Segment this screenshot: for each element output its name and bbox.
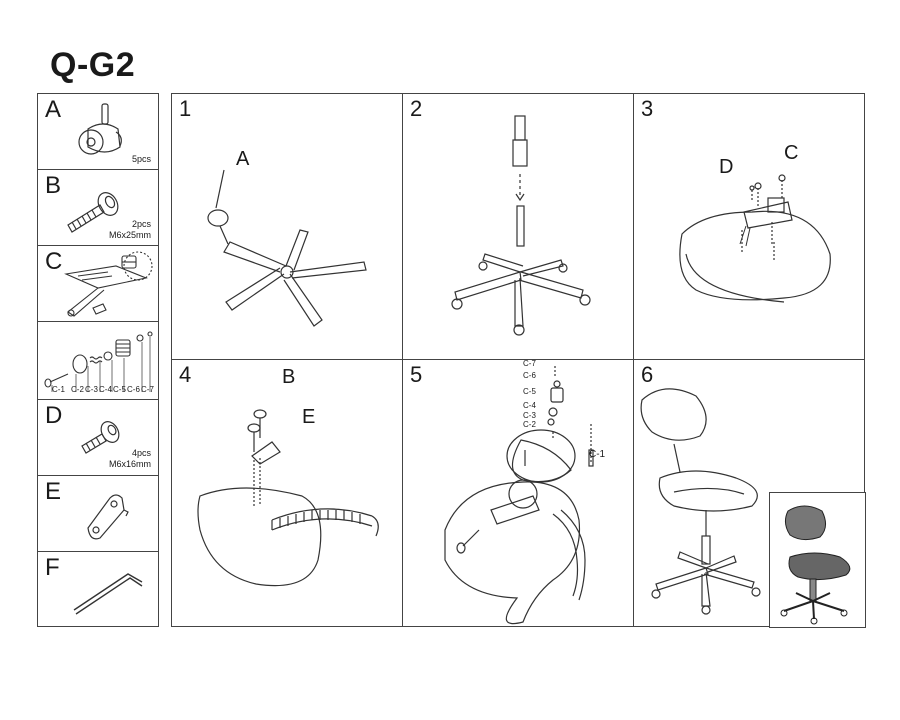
mechanism-install-illustration	[444, 366, 594, 625]
step-number: 4	[179, 362, 192, 387]
part-qty: 5pcs	[131, 154, 151, 164]
part-letter: E	[45, 478, 62, 505]
allen-key-icon	[73, 573, 143, 615]
part-qty-count: 2pcs	[131, 219, 151, 229]
seat-mechanism-icon	[64, 251, 153, 317]
c-label: C-3	[85, 385, 98, 394]
c-label: C-4	[99, 385, 112, 394]
c-label: C-2	[71, 385, 84, 394]
step-1: 1 A	[171, 93, 403, 360]
callout-label: D	[719, 156, 734, 178]
mechanism-exploded-icon	[44, 331, 153, 392]
part-qty: 4pcs M6x16mm	[109, 448, 151, 470]
callout-label: C	[784, 142, 799, 164]
gas-lift-illustration	[451, 115, 591, 336]
part-a: A 5pcs	[38, 94, 158, 170]
callout-label: E	[302, 406, 316, 428]
step-number: 2	[410, 96, 423, 121]
part-qty-count: 4pcs	[131, 448, 151, 458]
seat-underside-illustration	[679, 174, 831, 303]
part-size: M6x16mm	[108, 459, 151, 469]
part-e: E	[38, 476, 158, 552]
assembly-steps: 1 A 2	[171, 93, 866, 628]
bolt-icon	[67, 192, 119, 233]
c-label: C-6	[523, 371, 536, 380]
c-label: C-4	[523, 401, 536, 410]
part-c-exploded: C-1 C-2 C-3 C-4 C-5 C-6 C-7	[38, 322, 158, 400]
c-label: C-1	[589, 449, 606, 460]
page-title: Q-G2	[50, 46, 136, 84]
step-number: 3	[641, 96, 654, 121]
step-number: 6	[641, 362, 654, 387]
part-qty: 2pcs M6x25mm	[109, 219, 151, 241]
part-letter: C	[45, 248, 63, 275]
c-label: C-2	[523, 420, 536, 429]
part-f: F	[38, 552, 158, 628]
chair-photo-inset-illustration	[780, 505, 851, 625]
c-label: C-1	[52, 385, 65, 394]
step-6-inset	[769, 492, 866, 628]
c-label: C-7	[141, 385, 154, 394]
caster-wheel-icon	[78, 103, 122, 155]
part-d: D 4pcs M6x16mm	[38, 400, 158, 476]
seat-back-bracket-illustration	[197, 409, 379, 587]
step-4: 4 B E	[171, 359, 403, 627]
chair-base-illustration	[207, 169, 367, 327]
step-3: 3 D C	[633, 93, 865, 360]
part-letter: D	[45, 402, 63, 429]
parts-list: A 5pcs B 2pcs M6x25mm	[37, 93, 159, 627]
short-bolt-icon	[81, 421, 120, 454]
c-label: C-5	[113, 385, 126, 394]
callout-label: A	[236, 148, 250, 170]
step-number: 5	[410, 362, 423, 387]
part-letter: F	[45, 554, 60, 581]
step-5: 5 C-7 C-6 C	[402, 359, 634, 627]
part-b: B 2pcs M6x25mm	[38, 170, 158, 246]
c-label: C-5	[523, 387, 536, 396]
part-letter: A	[45, 96, 62, 123]
bracket-icon	[87, 494, 129, 540]
part-c: C	[38, 246, 158, 322]
step-number: 1	[179, 96, 192, 121]
step-2: 2	[402, 93, 634, 360]
callout-label: B	[282, 366, 296, 388]
c-label: C-3	[523, 411, 536, 420]
c-label: C-7	[523, 359, 536, 368]
part-size: M6x25mm	[108, 230, 151, 240]
part-letter: B	[45, 172, 62, 199]
step-6: 6	[633, 359, 866, 628]
assembled-chair-illustration	[640, 388, 761, 615]
c-label: C-6	[127, 385, 140, 394]
